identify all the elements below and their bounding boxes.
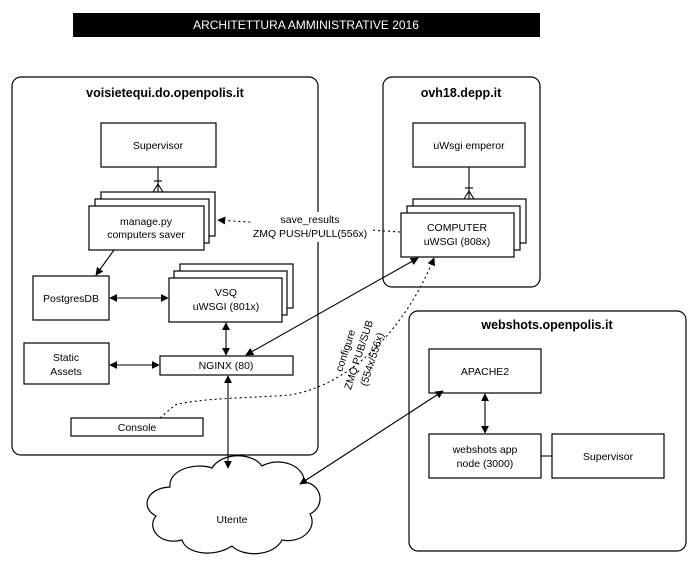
vsq-box [168,277,283,323]
configure-label-group: configure ZMQ PUB/SUB (554x/556x) [333,319,386,392]
emperor-computer-connector [463,167,475,200]
uwsgi-emperor-label: uWsgi emperor [433,140,505,152]
nginx-computer-arrow [245,257,419,356]
webshots-app-label-line1: webshots app [452,444,518,456]
computer-label-line1: COMPUTER [427,222,488,234]
manage-py-label-line2: computers saver [107,229,185,241]
console-label: Console [118,422,157,434]
manage-py-box [88,205,205,251]
nginx-box [159,355,294,376]
apache-utente-arrow [299,390,444,485]
utente-label: Utente [217,514,248,526]
supervisor-box [100,122,217,168]
server-webshots-name: webshots.openpolis.it [480,318,613,332]
postgres-box [32,275,110,321]
static-assets-label-line1: Static [53,352,79,364]
apache2-label: APACHE2 [461,366,509,378]
diagram-title: ARCHITETTURA AMMINISTRATIVE 2016 [193,18,419,32]
manage-py-label-line1: manage.py [120,216,173,228]
computer-box [400,212,515,258]
server-webshots [408,310,687,552]
webshots-supervisor-box [551,433,665,479]
save-results-label-line1: save_results [281,214,340,226]
postgres-label: PostgresDB [43,293,99,305]
manage-to-postgres-arrow [95,249,115,276]
configure-dotted-arrow [159,257,436,419]
computer-label-line2: uWSGI (808x) [424,236,491,248]
uwsgi-emperor-box [412,122,526,168]
nginx-label: NGINX (80) [199,360,254,372]
console-box [70,417,204,437]
title-bar [73,13,540,37]
vsq-label-line1: VSQ [215,287,237,299]
utente-cloud [146,455,321,555]
supervisor-manage-connector [152,167,164,193]
save-results-label-bg [252,212,370,242]
vsq-label-line2: uWSGI (801x) [193,301,260,313]
server-ovh18-name: ovh18.depp.it [421,86,502,100]
apache2-box [428,348,542,394]
server-voisietequi-name: voisietequi.do.openpolis.it [86,86,244,100]
static-assets-box [23,342,110,385]
static-assets-label-line2: Assets [50,366,82,378]
supervisor-label: Supervisor [133,140,184,152]
webshots-app-label-line2: node (3000) [457,458,514,470]
save-results-label-line2: ZMQ PUSH/PULL(556x) [253,228,367,240]
webshots-app-box [428,433,542,479]
webshots-supervisor-label: Supervisor [583,451,634,463]
